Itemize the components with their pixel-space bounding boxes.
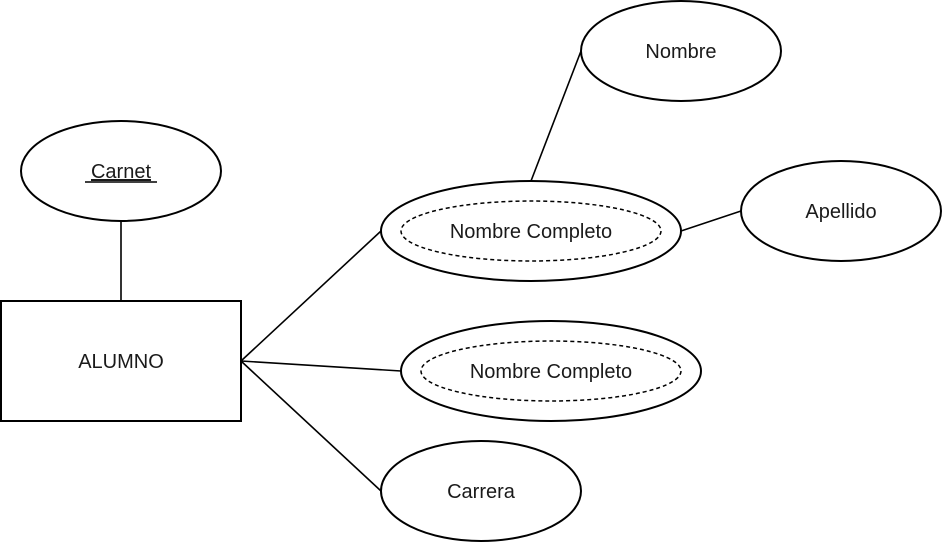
attribute-nombre-completo-1[interactable]: Nombre Completo [380, 180, 682, 282]
attribute-ellipse [20, 120, 222, 222]
entity-alumno[interactable]: ALUMNO [0, 300, 242, 422]
attribute-nombre[interactable]: Nombre [580, 0, 782, 102]
key-attribute-label: Carnet [91, 161, 151, 183]
attribute-ellipse-inner-dashed [400, 200, 662, 262]
entity-label: ALUMNO [78, 351, 164, 373]
attribute-ellipse-inner-dashed [420, 340, 682, 402]
edge-alumno-nombre-completo-1 [240, 230, 382, 362]
attribute-label: Apellido [805, 201, 876, 223]
edge-nombre-completo-apellido [680, 210, 742, 232]
attribute-ellipse [580, 0, 782, 102]
edge-nombre-completo-nombre [530, 50, 582, 182]
connectors [120, 50, 742, 492]
entity-box [0, 300, 242, 422]
attribute-ellipse [740, 160, 942, 262]
attribute-label: Carrera [447, 481, 516, 503]
attribute-label: Nombre Completo [470, 361, 632, 383]
attribute-label: Nombre [645, 41, 716, 63]
attribute-apellido[interactable]: Apellido [740, 160, 942, 262]
attribute-carrera[interactable]: Carrera [380, 440, 582, 542]
attribute-nombre-completo-2[interactable]: Nombre Completo [400, 320, 702, 422]
attribute-carnet[interactable]: Carnet [20, 120, 222, 222]
edge-alumno-carrera [240, 360, 382, 492]
attribute-label: Nombre Completo [450, 221, 612, 243]
attribute-ellipse [380, 440, 582, 542]
edge-alumno-nombre-completo-2 [240, 360, 402, 372]
